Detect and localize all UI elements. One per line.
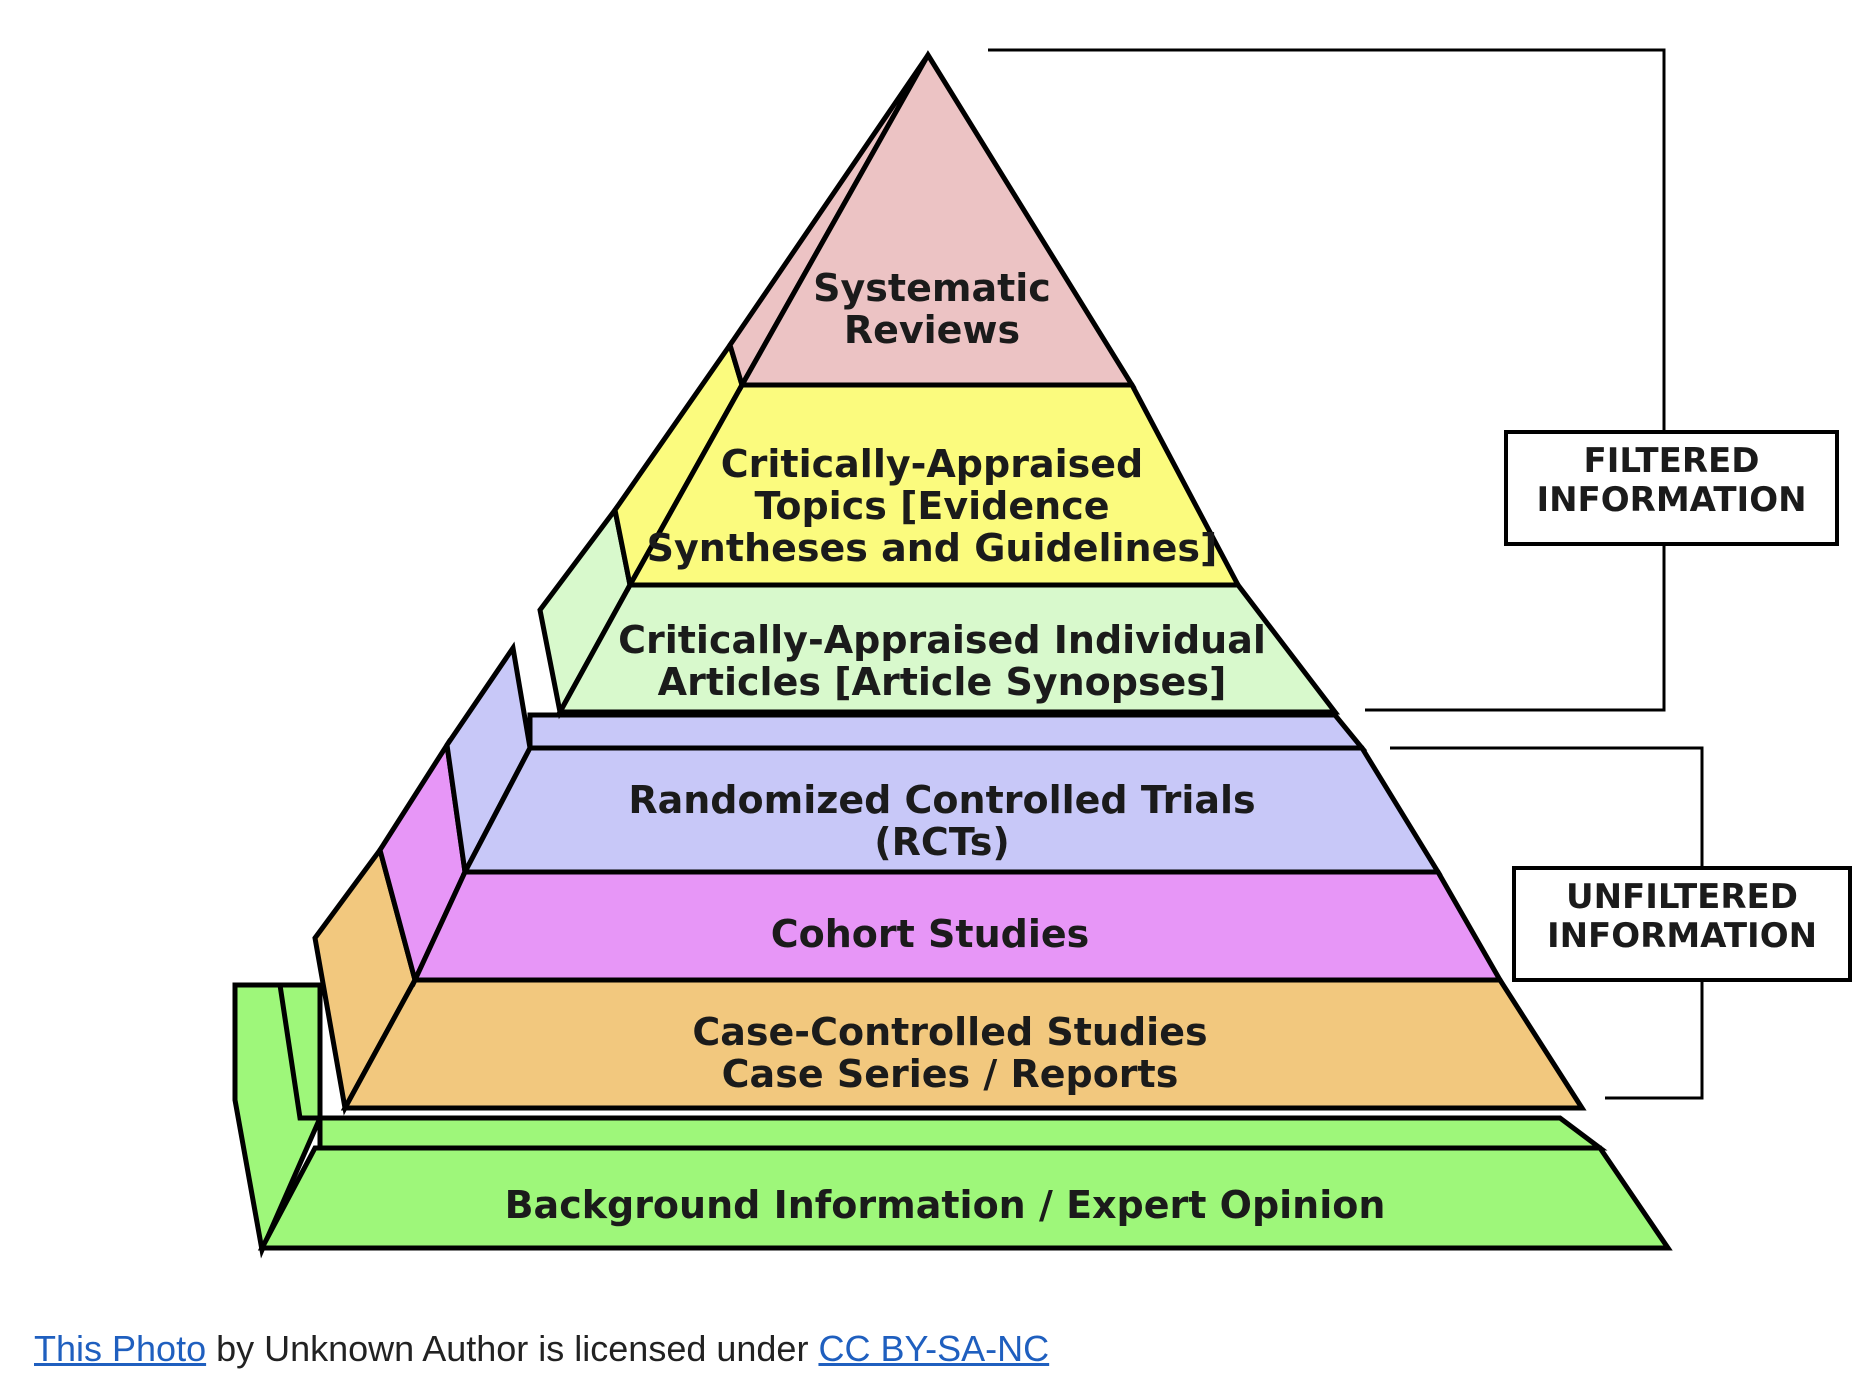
filtered-bracket (988, 48, 1666, 712)
filtered-information-box: FILTERED INFORMATION (1504, 430, 1839, 546)
label-rcts: Randomized Controlled Trials (RCTs) (628, 778, 1256, 864)
label-critically-appraised-articles: Critically-Appraised Individual Articles… (618, 618, 1266, 704)
label-critically-appraised-topics: Critically-Appraised Topics [Evidence Sy… (646, 442, 1218, 570)
tier-background-front (257, 1145, 1673, 1251)
license-link[interactable]: CC BY-SA-NC (818, 1328, 1050, 1369)
tier-rct-ledge (527, 712, 1368, 751)
label-case-controlled: Case-Controlled Studies Case Series / Re… (692, 1010, 1208, 1096)
tier-rct-front (460, 745, 1443, 875)
label-cohort-studies: Cohort Studies (770, 912, 1090, 956)
tier-systematic-front (737, 50, 1137, 388)
this-photo-link[interactable]: This Photo (34, 1328, 207, 1369)
tier-background-ledge (317, 1115, 1608, 1151)
attribution-caption: This Photo by Unknown Author is licensed… (34, 1328, 1049, 1370)
label-systematic-reviews: Systematic Reviews (813, 266, 1051, 352)
unfiltered-information-box: UNFILTERED INFORMATION (1512, 866, 1852, 982)
label-background: Background Information / Expert Opinion (504, 1183, 1386, 1227)
caption-middle-text: by Unknown Author is licensed under (206, 1328, 819, 1369)
